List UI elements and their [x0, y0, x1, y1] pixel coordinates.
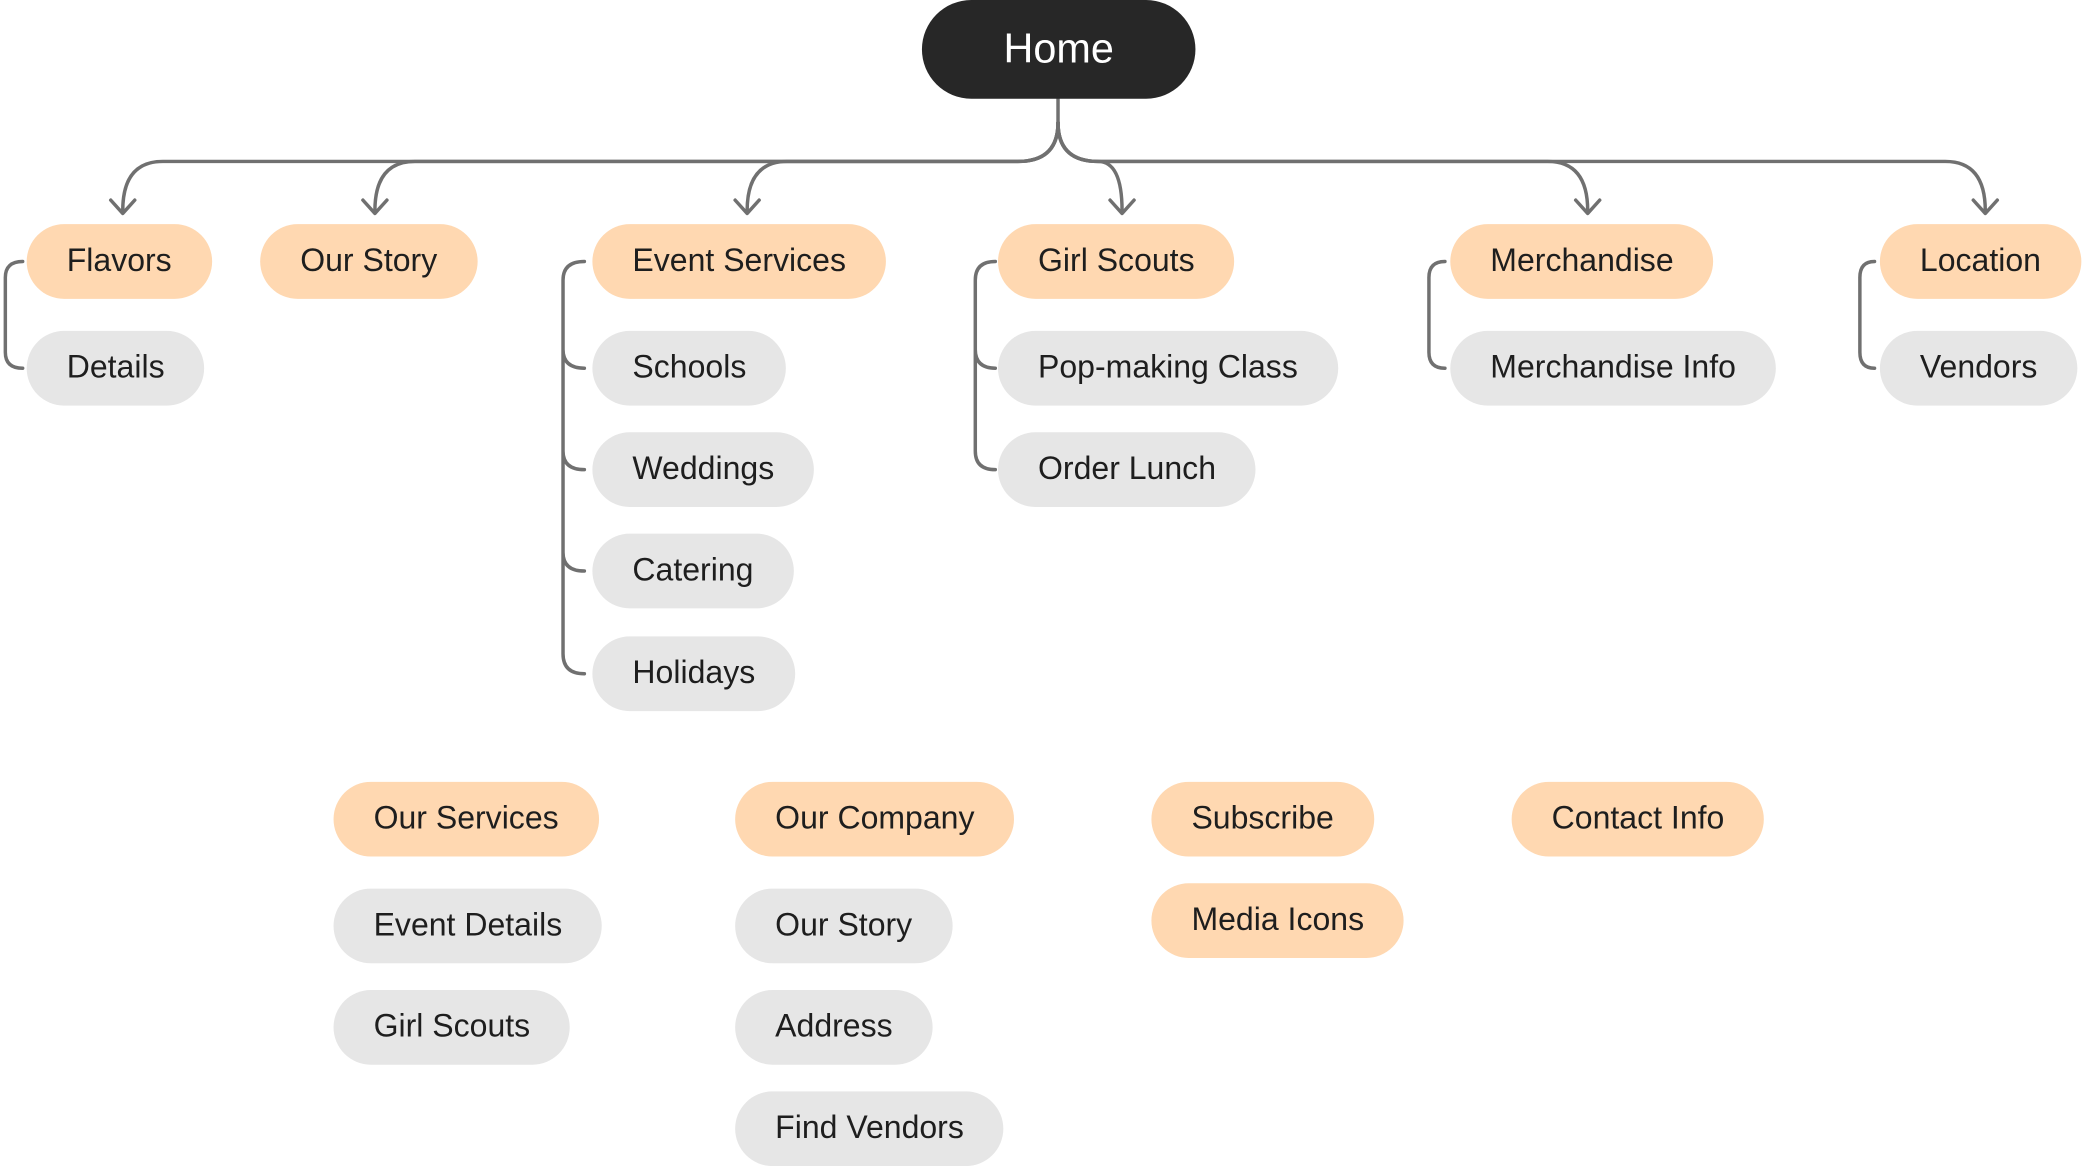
- footer-node-event-details[interactable]: Event Details: [333, 888, 603, 964]
- node-label: Weddings: [632, 450, 775, 487]
- node-label: Details: [66, 349, 165, 386]
- node-label: Merchandise: [1490, 242, 1674, 279]
- branch-connector-our-story: [373, 121, 1060, 213]
- footer-node-find-vendors[interactable]: Find Vendors: [735, 1091, 1004, 1166]
- bracket-girl-scouts: [973, 259, 998, 472]
- node-label: Subscribe: [1191, 800, 1334, 837]
- node-holidays[interactable]: Holidays: [592, 636, 796, 712]
- node-label: Location: [1919, 242, 2041, 279]
- node-order-lunch[interactable]: Order Lunch: [997, 432, 1257, 507]
- node-girl-scouts[interactable]: Girl Scouts: [997, 224, 1235, 299]
- branch-connector-merchandise: [1056, 121, 1590, 213]
- footer-node-subscribe[interactable]: Subscribe: [1151, 781, 1374, 857]
- bracket-event-services: [561, 259, 587, 676]
- arrowhead-event-services: [733, 198, 761, 216]
- branch-connector-flavors: [121, 121, 1060, 213]
- node-label: Girl Scouts: [1038, 242, 1195, 279]
- footer-node-address[interactable]: Address: [735, 989, 933, 1065]
- bracket-merchandise: [1427, 259, 1447, 370]
- node-weddings[interactable]: Weddings: [592, 432, 815, 507]
- node-catering[interactable]: Catering: [592, 533, 794, 609]
- branch-connector-location: [1056, 121, 1988, 213]
- node-label: Our Services: [373, 800, 559, 837]
- node-label: Event Details: [373, 907, 563, 944]
- footer-node-contact-info[interactable]: Contact Info: [1511, 781, 1765, 857]
- node-vendors[interactable]: Vendors: [1879, 330, 2078, 406]
- node-details[interactable]: Details: [26, 330, 205, 406]
- branch-connector-event-services: [745, 121, 1060, 213]
- node-label: Event Services: [632, 242, 846, 279]
- node-flavors[interactable]: Flavors: [26, 224, 212, 299]
- node-label: Our Company: [775, 800, 975, 837]
- node-label: Flavors: [66, 242, 172, 279]
- node-label: Order Lunch: [1038, 450, 1216, 487]
- arrowhead-location: [1971, 198, 2000, 216]
- node-label: Holidays: [632, 655, 756, 692]
- node-label: Schools: [632, 349, 747, 386]
- footer-node-our-services[interactable]: Our Services: [333, 781, 599, 857]
- node-label: Contact Info: [1551, 800, 1725, 837]
- bracket-location: [1858, 259, 1877, 370]
- node-label: Catering: [632, 552, 754, 589]
- home-node[interactable]: Home: [921, 0, 1196, 99]
- node-label: Girl Scouts: [373, 1008, 531, 1045]
- arrowhead-our-story: [361, 198, 389, 216]
- node-location[interactable]: Location: [1879, 224, 2082, 299]
- node-label: Vendors: [1919, 349, 2038, 386]
- node-schools[interactable]: Schools: [592, 330, 787, 406]
- bracket-flavors: [3, 259, 25, 370]
- node-label: Our Story: [300, 242, 438, 279]
- node-merchandise[interactable]: Merchandise: [1450, 224, 1714, 299]
- branch-connector-girl-scouts: [1056, 121, 1124, 213]
- node-pop-making-class[interactable]: Pop-making Class: [997, 330, 1338, 406]
- node-label: Pop-making Class: [1038, 349, 1298, 386]
- footer-node-our-company[interactable]: Our Company: [735, 781, 1015, 857]
- arrowhead-girl-scouts: [1108, 198, 1136, 216]
- node-label: Address: [775, 1008, 893, 1045]
- arrowhead-flavors: [109, 198, 137, 216]
- node-our-story[interactable]: Our Story: [260, 224, 478, 299]
- home-node-label: Home: [1003, 25, 1114, 73]
- node-merchandise-info[interactable]: Merchandise Info: [1450, 330, 1776, 406]
- node-label: Our Story: [775, 907, 913, 944]
- node-event-services[interactable]: Event Services: [592, 224, 887, 299]
- node-label: Find Vendors: [775, 1110, 964, 1147]
- footer-node-our-story[interactable]: Our Story: [735, 888, 953, 964]
- arrowhead-merchandise: [1573, 198, 1602, 216]
- footer-node-girl-scouts[interactable]: Girl Scouts: [333, 989, 571, 1065]
- footer-node-media-icons[interactable]: Media Icons: [1151, 883, 1405, 958]
- node-label: Merchandise Info: [1490, 349, 1736, 386]
- node-label: Media Icons: [1191, 901, 1365, 938]
